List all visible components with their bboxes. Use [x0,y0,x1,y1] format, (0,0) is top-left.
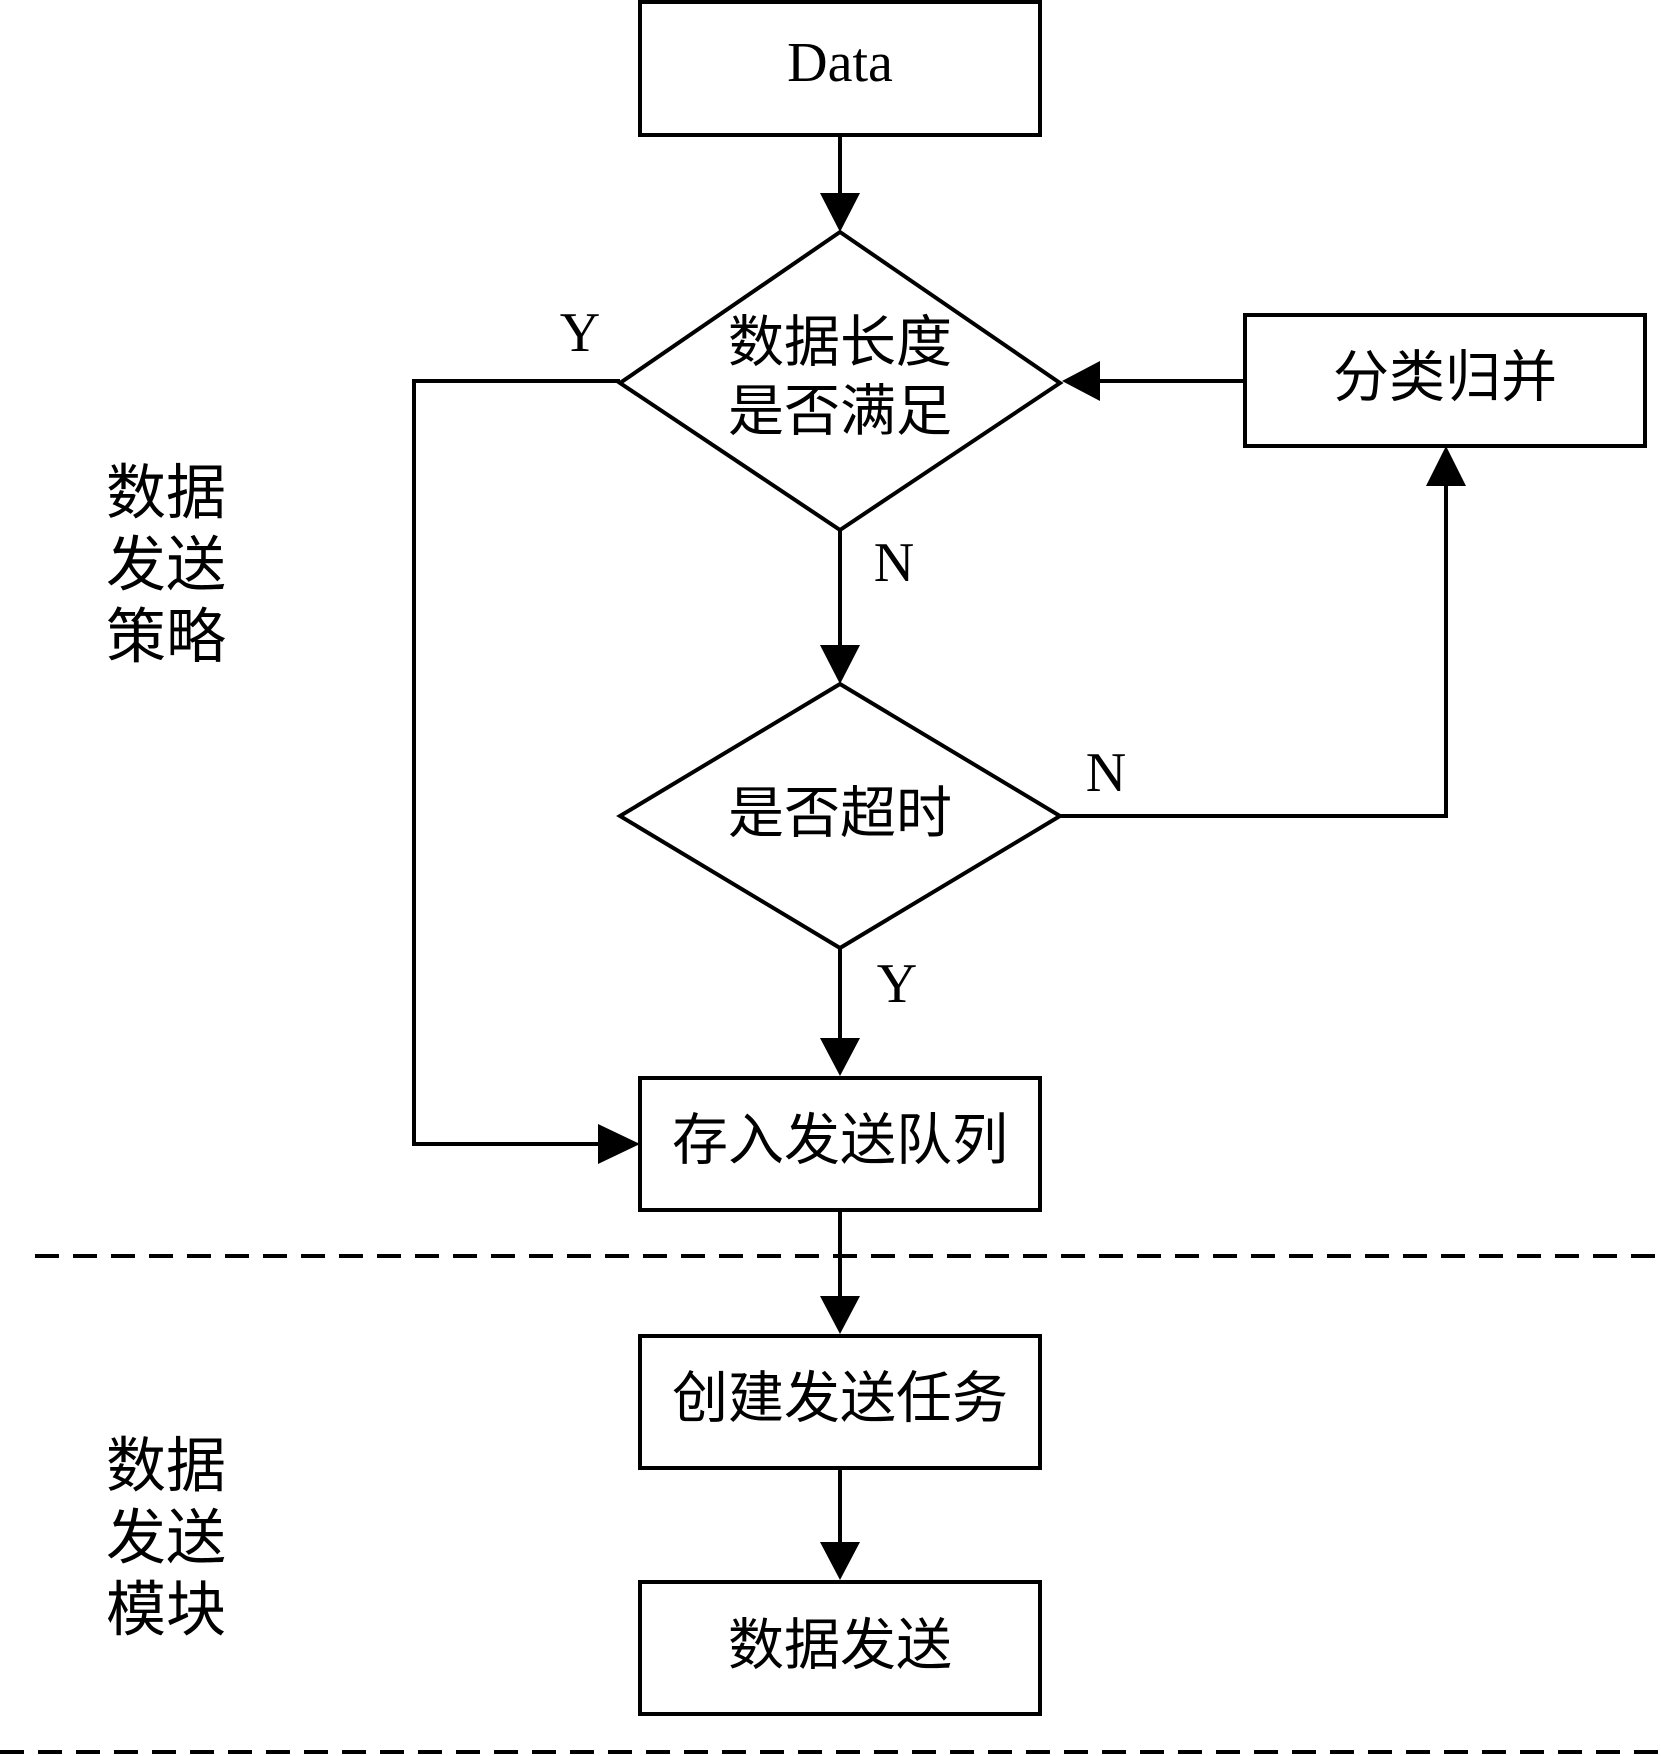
section-strategy-line2: 发送 [106,531,226,601]
enqueue-box [638,1076,1042,1212]
section-module-line3: 模块 [106,1576,226,1646]
data-input-label: Data [787,32,893,94]
length-check-label-line2: 是否满足 [728,380,952,445]
create-task-box [638,1334,1042,1470]
edge-label-timeout-no: N [1086,742,1126,804]
send-data-label: 数据发送 [728,1614,952,1679]
section-module-line2: 发送 [106,1504,226,1574]
section-strategy-line1: 数据 [106,459,226,529]
arrowhead-enqueue-to-create-task [820,1296,860,1334]
arrowhead-create-task-to-send [820,1542,860,1580]
arrowhead-timeout-no-to-classify [1426,446,1466,486]
arrowhead-classify-to-length-check [1062,361,1100,401]
arrowhead-timeout-yes-to-enqueue [820,1038,860,1076]
section-module-line1: 数据 [106,1432,226,1502]
section-strategy-line3: 策略 [106,603,226,673]
length-check-label-line1: 数据长度 [728,311,952,376]
edge-label-length-no: N [874,532,914,594]
edge-label-length-yes: Y [560,302,600,364]
arrowhead-length-yes-to-enqueue [598,1124,640,1164]
edge-label-timeout-yes: Y [877,953,917,1015]
enqueue-label: 存入发送队列 [672,1109,1008,1174]
edge-length-yes-to-enqueue [412,379,620,1146]
classify-merge-box [1243,313,1647,448]
send-data-box [638,1580,1042,1716]
arrowhead-data-to-length-check [820,193,860,232]
edge-timeout-no-to-classify [1060,482,1448,818]
arrowhead-length-no-to-timeout [820,645,860,684]
create-task-label: 创建发送任务 [672,1367,1008,1432]
timeout-check-label: 是否超时 [728,782,952,847]
classify-merge-label: 分类归并 [1333,346,1557,411]
